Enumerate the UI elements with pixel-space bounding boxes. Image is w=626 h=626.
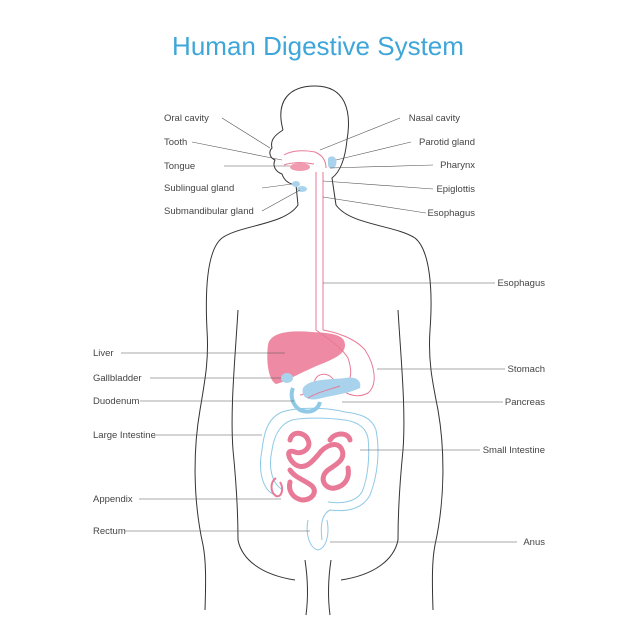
label-small-intestine: Small Intestine <box>483 445 545 456</box>
label-large-intestine: Large Intestine <box>93 430 156 441</box>
label-oral-cavity: Oral cavity <box>164 113 209 124</box>
label-esophagus: Esophagus <box>497 278 545 289</box>
tongue-shape <box>290 163 310 171</box>
head-organs <box>283 150 337 330</box>
label-duodenum: Duodenum <box>93 396 140 407</box>
label-sublingual-gland: Sublingual gland <box>164 183 234 194</box>
diagram-title: Human Digestive System <box>172 31 464 61</box>
label-rectum: Rectum <box>93 526 126 537</box>
label-pancreas: Pancreas <box>505 397 545 408</box>
small-intestine-group <box>286 430 353 503</box>
label-epiglottis: Epiglottis <box>436 184 475 195</box>
label-submandibular-gland: Submandibular gland <box>164 206 254 217</box>
label-tongue: Tongue <box>164 161 195 172</box>
large-intestine-group <box>260 407 379 551</box>
sublingual-gland-shape <box>292 181 300 187</box>
label-parotid-gland: Parotid gland <box>419 137 475 148</box>
body-outline <box>194 85 444 616</box>
label-anus: Anus <box>523 537 545 548</box>
label-gallbladder: Gallbladder <box>93 373 142 384</box>
label-nasal-cavity: Nasal cavity <box>409 113 460 124</box>
label-esophagus-upper: Esophagus <box>427 208 475 219</box>
label-stomach: Stomach <box>508 364 546 375</box>
parotid-gland-shape <box>328 156 337 169</box>
gallbladder-shape <box>281 373 293 383</box>
label-pharynx: Pharynx <box>440 160 475 171</box>
liver-shape <box>267 331 345 384</box>
liver-group <box>267 331 345 384</box>
left-labels: Oral cavity Tooth Tongue Sublingual glan… <box>93 113 254 537</box>
right-labels: Nasal cavity Parotid gland Pharynx Epigl… <box>409 113 545 548</box>
label-appendix: Appendix <box>93 494 133 505</box>
label-tooth: Tooth <box>164 137 187 148</box>
leader-lines <box>121 117 517 543</box>
label-liver: Liver <box>93 348 114 359</box>
